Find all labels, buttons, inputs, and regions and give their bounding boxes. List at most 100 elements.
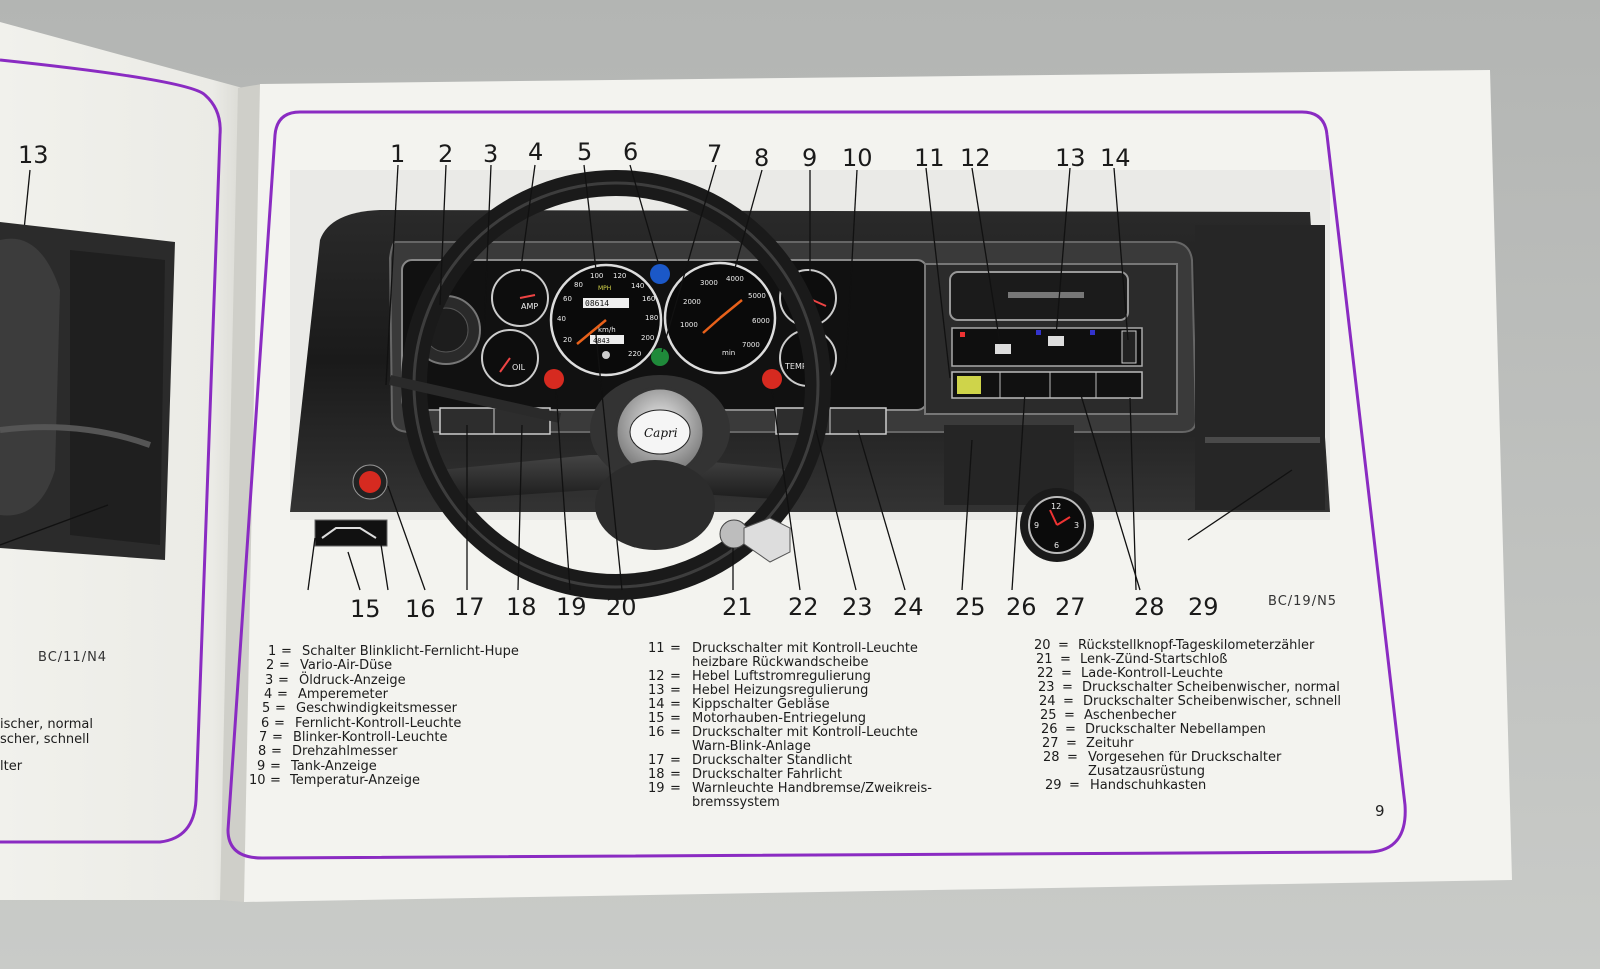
legend-item: Vorgesehen für Druckschalter bbox=[1088, 750, 1282, 765]
legend-item: Tank-Anzeige bbox=[290, 759, 377, 774]
callout-19: 19 bbox=[556, 593, 587, 621]
callout-2: 2 bbox=[438, 140, 453, 168]
left-fragment-1: ischer, normal bbox=[0, 717, 93, 732]
legend-cont: Warn-Blink-Anlage bbox=[692, 739, 811, 754]
legend-item: Handschuhkasten bbox=[1090, 778, 1206, 793]
speedo-tick: 200 bbox=[641, 334, 654, 342]
svg-text:=: = bbox=[670, 711, 681, 726]
amp-label: AMP bbox=[521, 302, 538, 311]
callout-29: 29 bbox=[1188, 593, 1219, 621]
svg-text:=: = bbox=[270, 759, 281, 774]
callout-15: 15 bbox=[350, 595, 381, 623]
clock-12: 12 bbox=[1051, 502, 1061, 511]
svg-text:=: = bbox=[1064, 708, 1075, 723]
figure-code: BC/19/N5 bbox=[1268, 594, 1337, 609]
legend-num: 19 bbox=[648, 781, 665, 796]
callout-7: 7 bbox=[707, 140, 722, 168]
tacho-tick: 2000 bbox=[683, 298, 701, 306]
tacho-tick: 5000 bbox=[748, 292, 766, 300]
callout-21: 21 bbox=[722, 593, 753, 621]
page-number: 9 bbox=[1375, 802, 1385, 820]
legend-num: 13 bbox=[648, 683, 665, 698]
speedo-tick: 60 bbox=[563, 295, 572, 303]
legend-item: Geschwindigkeitsmesser bbox=[296, 701, 458, 716]
svg-text:=: = bbox=[670, 697, 681, 712]
callout-10: 10 bbox=[842, 144, 873, 172]
callout-14: 14 bbox=[1100, 144, 1131, 172]
legend-num: 8 bbox=[258, 744, 266, 759]
left-fragment-3: lter bbox=[0, 759, 23, 774]
tacho-unit: min bbox=[722, 349, 735, 357]
right-page: AMP OIL 20 40 60 80 100 120 140 160 180 … bbox=[226, 70, 1512, 902]
svg-text:=: = bbox=[670, 781, 681, 796]
callout-3: 3 bbox=[483, 140, 498, 168]
legend-item: Aschenbecher bbox=[1084, 708, 1177, 723]
svg-text:=: = bbox=[1060, 652, 1071, 667]
legend-num: 22 bbox=[1037, 666, 1054, 681]
left-code: BC/11/N4 bbox=[38, 650, 107, 665]
callout-16: 16 bbox=[405, 595, 436, 623]
legend-cont: heizbare Rückwandscheibe bbox=[692, 655, 869, 670]
callout-25: 25 bbox=[955, 593, 986, 621]
legend-num: 11 bbox=[648, 641, 665, 656]
svg-text:=: = bbox=[277, 687, 288, 702]
speedo-tick: 140 bbox=[631, 282, 644, 290]
tacho-tick: 3000 bbox=[700, 279, 718, 287]
callout-11: 11 bbox=[914, 144, 945, 172]
legend-item: Druckschalter Scheibenwischer, schnell bbox=[1083, 694, 1341, 709]
svg-text:=: = bbox=[281, 644, 292, 659]
legend-num: 2 bbox=[266, 658, 274, 673]
legend-item: Rückstellknopf-Tageskilometerzähler bbox=[1078, 638, 1315, 653]
legend-item: Öldruck-Anzeige bbox=[299, 671, 406, 688]
legend-num: 23 bbox=[1038, 680, 1055, 695]
capri-badge: Capri bbox=[644, 426, 678, 440]
legend-item: Zeituhr bbox=[1086, 736, 1134, 751]
callout-6: 6 bbox=[623, 138, 638, 166]
legend-item: Amperemeter bbox=[298, 687, 389, 702]
legend-item: Warnleuchte Handbremse/Zweikreis- bbox=[692, 781, 932, 796]
speedo-tick: 120 bbox=[613, 272, 626, 280]
legend-num: 9 bbox=[257, 759, 265, 774]
callout-5: 5 bbox=[577, 138, 592, 166]
legend-num: 29 bbox=[1045, 778, 1062, 793]
legend-item: Drehzahlmesser bbox=[292, 744, 398, 759]
speedo-tick: 160 bbox=[642, 295, 655, 303]
speedo-tick: 80 bbox=[574, 281, 583, 289]
legend-item: Druckschalter Nebellampen bbox=[1085, 722, 1266, 737]
callout-8: 8 bbox=[754, 144, 769, 172]
svg-text:=: = bbox=[270, 773, 281, 788]
callout-12: 12 bbox=[960, 144, 991, 172]
dashboard-illustration: AMP OIL 20 40 60 80 100 120 140 160 180 … bbox=[290, 170, 1330, 600]
tacho-tick: 6000 bbox=[752, 317, 770, 325]
callout-4: 4 bbox=[528, 138, 543, 166]
legend-item: Motorhauben-Entriegelung bbox=[692, 711, 866, 726]
svg-text:=: = bbox=[1063, 694, 1074, 709]
speedo-tick: 20 bbox=[563, 336, 572, 344]
legend-num: 18 bbox=[648, 767, 665, 782]
svg-text:=: = bbox=[271, 744, 282, 759]
svg-text:=: = bbox=[670, 683, 681, 698]
tripmeter: 4843 bbox=[593, 337, 610, 345]
clock-3: 3 bbox=[1074, 521, 1079, 530]
svg-text:=: = bbox=[278, 673, 289, 688]
speedo-tick: 220 bbox=[628, 350, 641, 358]
legend-column-2: 11 = Druckschalter mit Kontroll-Leuchte he… bbox=[648, 641, 932, 810]
legend-num: 3 bbox=[265, 673, 273, 688]
odometer: 08614 bbox=[585, 299, 609, 308]
legend-item: Blinker-Kontroll-Leuchte bbox=[293, 730, 447, 745]
legend-num: 1 bbox=[268, 644, 276, 659]
legend-item: Fernlicht-Kontroll-Leuchte bbox=[295, 716, 461, 731]
callout-27: 27 bbox=[1055, 593, 1086, 621]
svg-text:=: = bbox=[670, 725, 681, 740]
legend-item: Vario-Air-Düse bbox=[300, 658, 392, 673]
speedo-unit: km/h bbox=[598, 326, 616, 334]
legend-item: Druckschalter Scheibenwischer, normal bbox=[1082, 680, 1340, 695]
temp-label: TEMP bbox=[784, 362, 807, 371]
svg-text:=: = bbox=[670, 641, 681, 656]
callout-1: 1 bbox=[390, 140, 405, 168]
legend-item: Druckschalter mit Kontroll-Leuchte bbox=[692, 641, 918, 656]
tacho-tick: 1000 bbox=[680, 321, 698, 329]
legend-num: 25 bbox=[1040, 708, 1057, 723]
svg-text:=: = bbox=[1061, 666, 1072, 681]
